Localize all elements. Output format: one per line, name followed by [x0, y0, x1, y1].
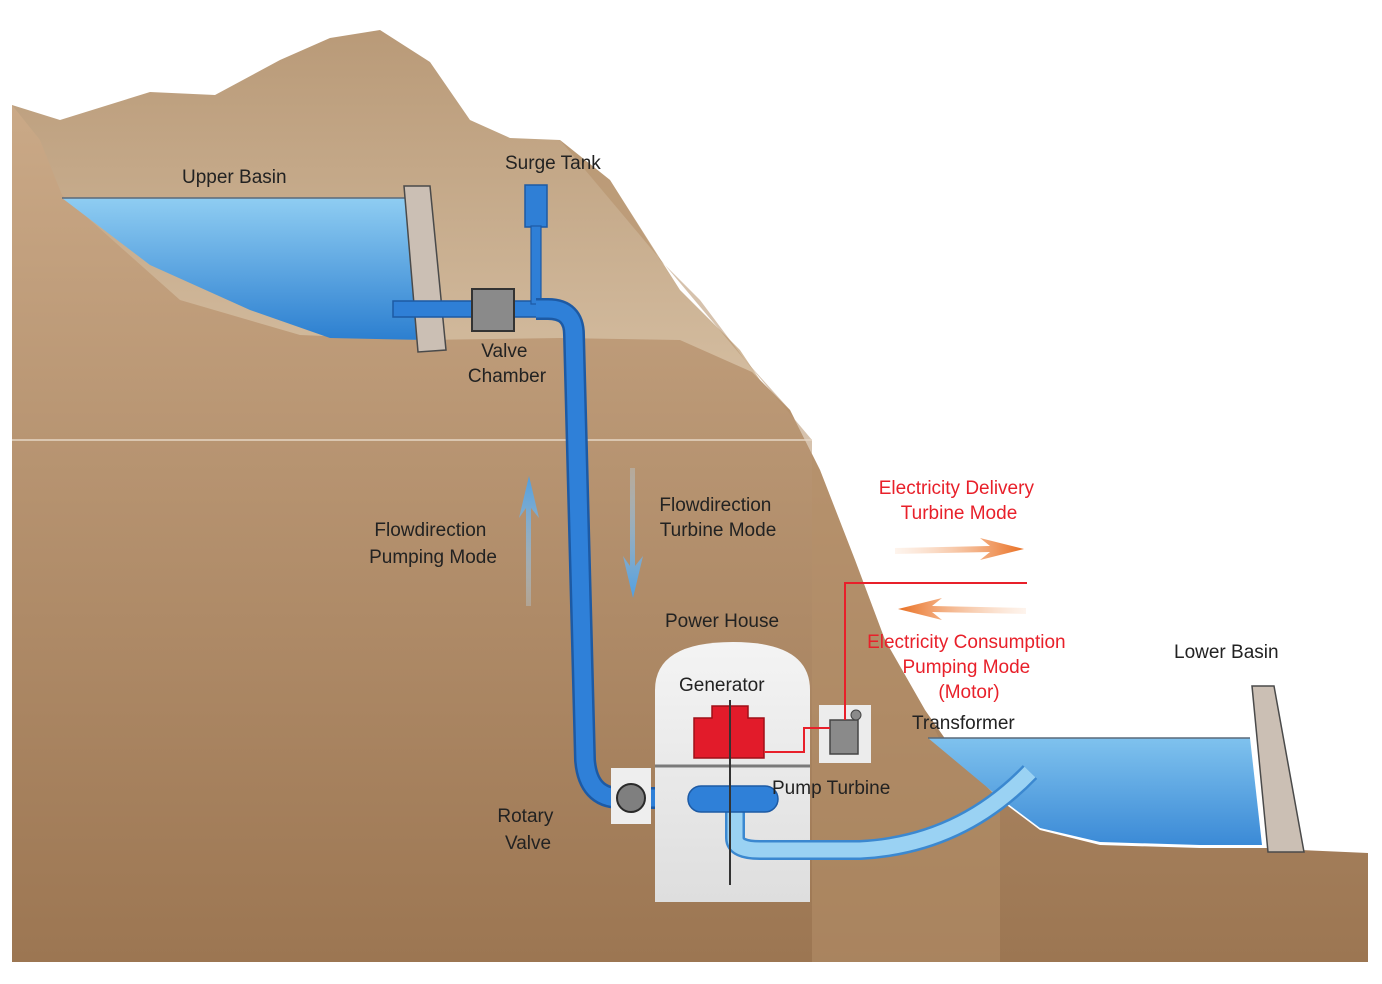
- electricity-consumption-line-3: (Motor): [938, 682, 999, 703]
- rotary-valve-line-2: Valve: [505, 833, 551, 854]
- rotary-valve: [616, 783, 646, 813]
- valve-chamber-line-2: Chamber: [468, 366, 547, 387]
- valve-chamber-line-1: Valve: [481, 341, 527, 362]
- electricity-delivery-label: Electricity Delivery Turbine Mode: [879, 478, 1039, 524]
- turbine-flow-arrow: [623, 468, 643, 598]
- surge-tank: [524, 184, 548, 228]
- generator-wire: [764, 727, 830, 753]
- rotary-valve-label: Rotary Valve: [497, 806, 558, 854]
- mountain-front: [12, 105, 1368, 962]
- lower-basin-water: [928, 738, 1262, 845]
- lower-basin-label: Lower Basin: [1174, 642, 1279, 663]
- electricity-consumption-line-2: Pumping Mode: [902, 657, 1030, 678]
- power-house: [655, 642, 810, 902]
- intake-pipe: [392, 300, 546, 318]
- rotary-valve-line-1: Rotary: [497, 806, 553, 827]
- pumping-flow-arrow: [519, 476, 539, 606]
- grid-wire: [844, 582, 1027, 720]
- delivery-arrow: [895, 538, 1024, 560]
- power-house-label: Power House: [665, 611, 779, 632]
- pump-turbine: [687, 785, 779, 813]
- consumption-arrow: [898, 598, 1026, 620]
- valve-chamber-box: [471, 288, 515, 332]
- electricity-consumption-label: Electricity Consumption Pumping Mode (Mo…: [867, 632, 1071, 703]
- flow-pumping-line-1: Flowdirection: [374, 520, 486, 541]
- tailrace-pipe-inner: [727, 766, 1036, 858]
- mountain-slope: [560, 140, 1000, 962]
- upper-basin-water: [62, 198, 425, 340]
- electricity-delivery-line-2: Turbine Mode: [901, 503, 1018, 524]
- flow-turbine-line-2: Turbine Mode: [660, 520, 777, 541]
- surge-tank-label: Surge Tank: [505, 153, 601, 174]
- valve-chamber-label: Valve Chamber: [468, 341, 547, 387]
- penstock-inner: [536, 300, 700, 807]
- flow-pumping-label: Flowdirection Pumping Mode: [369, 520, 497, 568]
- flow-turbine-line-1: Flowdirection: [659, 495, 771, 516]
- transformer-label: Transformer: [912, 713, 1015, 734]
- electricity-delivery-line-1: Electricity Delivery: [879, 478, 1035, 499]
- lower-dam: [1251, 685, 1305, 853]
- generator-label: Generator: [679, 675, 765, 696]
- flow-pumping-line-2: Pumping Mode: [369, 547, 497, 568]
- upper-basin-label: Upper Basin: [182, 167, 287, 188]
- transformer-bushing: [850, 709, 862, 721]
- transformer: [829, 719, 859, 755]
- flow-turbine-label: Flowdirection Turbine Mode: [659, 495, 776, 541]
- pump-turbine-label: Pump Turbine: [772, 778, 890, 799]
- surge-shaft: [530, 225, 542, 305]
- electricity-consumption-line-1: Electricity Consumption: [867, 632, 1066, 653]
